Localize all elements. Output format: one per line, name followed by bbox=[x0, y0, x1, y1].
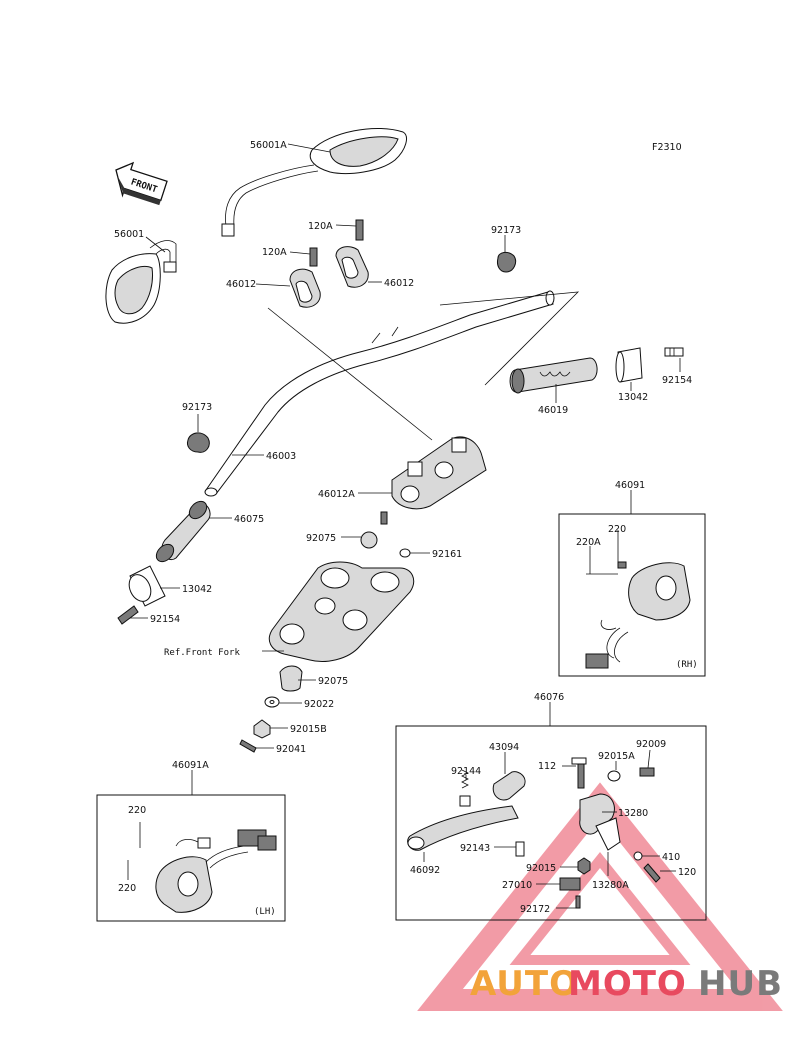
label-46075: 46075 bbox=[234, 514, 264, 525]
lh-tag: (LH) bbox=[254, 907, 276, 917]
handlebar bbox=[204, 290, 555, 497]
label-220A-rh: 220A bbox=[576, 537, 601, 548]
label-92173-left: 92173 bbox=[182, 402, 212, 413]
label-46091A: 46091A bbox=[172, 760, 209, 771]
label-92075-bottom: 92075 bbox=[318, 676, 348, 687]
screw-92154-left bbox=[117, 605, 139, 625]
label-92161: 92161 bbox=[432, 549, 462, 560]
label-46091: 46091 bbox=[615, 480, 645, 491]
label-112: 112 bbox=[538, 761, 556, 772]
label-220-lh-top: 220 bbox=[128, 805, 146, 816]
label-220-rh: 220 bbox=[608, 524, 626, 535]
front-fork-clamp bbox=[268, 561, 415, 662]
mirror-right bbox=[221, 127, 407, 237]
bar-end-weight-right bbox=[615, 347, 643, 383]
bar-end-weight-left bbox=[128, 565, 166, 607]
mirror-left bbox=[105, 240, 177, 324]
label-46019: 46019 bbox=[538, 405, 568, 416]
cap-92161 bbox=[399, 548, 411, 558]
label-56001A: 56001A bbox=[250, 140, 287, 151]
label-46012-right: 46012 bbox=[384, 278, 414, 289]
label-ref-front-fork: Ref.Front Fork bbox=[164, 648, 240, 658]
label-220-lh-bottom: 220 bbox=[118, 883, 136, 894]
label-43094: 43094 bbox=[489, 742, 519, 753]
watermark-auto: AUTO bbox=[470, 964, 579, 1004]
lh-switch-box bbox=[96, 794, 286, 922]
label-410: 410 bbox=[662, 852, 680, 863]
label-13280: 13280 bbox=[618, 808, 648, 819]
label-92144: 92144 bbox=[451, 766, 481, 777]
lever-assembly bbox=[407, 757, 661, 909]
label-46012A: 46012A bbox=[318, 489, 355, 500]
bushing-92075-bottom bbox=[279, 665, 303, 692]
label-120A-2: 120A bbox=[262, 247, 287, 258]
washer-92022 bbox=[264, 696, 280, 708]
label-92154-right: 92154 bbox=[662, 375, 692, 386]
screw-92154-right bbox=[664, 347, 684, 357]
watermark-hub: HUB bbox=[698, 964, 783, 1004]
figure-code: F2310 bbox=[652, 142, 682, 153]
label-46003: 46003 bbox=[266, 451, 296, 462]
label-46076: 46076 bbox=[534, 692, 564, 703]
label-92041: 92041 bbox=[276, 744, 306, 755]
lh-switch-assembly bbox=[155, 829, 277, 913]
label-92015B: 92015B bbox=[290, 724, 327, 735]
label-13280A: 13280A bbox=[592, 880, 629, 891]
label-27010: 27010 bbox=[502, 880, 532, 891]
label-56001: 56001 bbox=[114, 229, 144, 240]
grip-right bbox=[509, 357, 598, 394]
watermark-triangle bbox=[417, 782, 783, 1011]
label-120: 120 bbox=[678, 867, 696, 878]
bushing-92075-top bbox=[360, 511, 388, 549]
label-92154-left-text: 92154 bbox=[150, 614, 180, 625]
label-92009: 92009 bbox=[636, 739, 666, 750]
label-13042-right: 13042 bbox=[618, 392, 648, 403]
label-13042-left: 13042 bbox=[182, 584, 212, 595]
grip-left bbox=[155, 500, 211, 563]
handlebar-outline bbox=[267, 291, 580, 441]
rh-tag: (RH) bbox=[676, 660, 698, 670]
upper-holder-46012A bbox=[391, 436, 487, 510]
label-92015A: 92015A bbox=[598, 751, 635, 762]
label-120A-1: 120A bbox=[308, 221, 333, 232]
nut-92015B bbox=[253, 719, 271, 739]
clamp-92173-left bbox=[187, 432, 210, 453]
label-92022: 92022 bbox=[304, 699, 334, 710]
upper-clamp-group bbox=[289, 219, 369, 308]
label-92173-top: 92173 bbox=[491, 225, 521, 236]
label-92075-top: 92075 bbox=[306, 533, 336, 544]
label-92015: 92015 bbox=[526, 863, 556, 874]
label-46012-left: 46012 bbox=[226, 279, 256, 290]
rh-switch-assembly bbox=[585, 561, 691, 669]
label-92172: 92172 bbox=[520, 904, 550, 915]
front-direction-arrow: FRONT bbox=[115, 161, 168, 206]
lever-box bbox=[395, 725, 707, 921]
pin-92041 bbox=[239, 739, 257, 753]
watermark-logo: AUTO MOTO HUB bbox=[470, 964, 783, 1004]
label-46092: 46092 bbox=[410, 865, 440, 876]
label-92143: 92143 bbox=[460, 843, 490, 854]
rh-switch-box bbox=[558, 513, 706, 677]
watermark-moto: MOTO bbox=[568, 964, 687, 1004]
clamp-92173-top bbox=[497, 251, 517, 273]
